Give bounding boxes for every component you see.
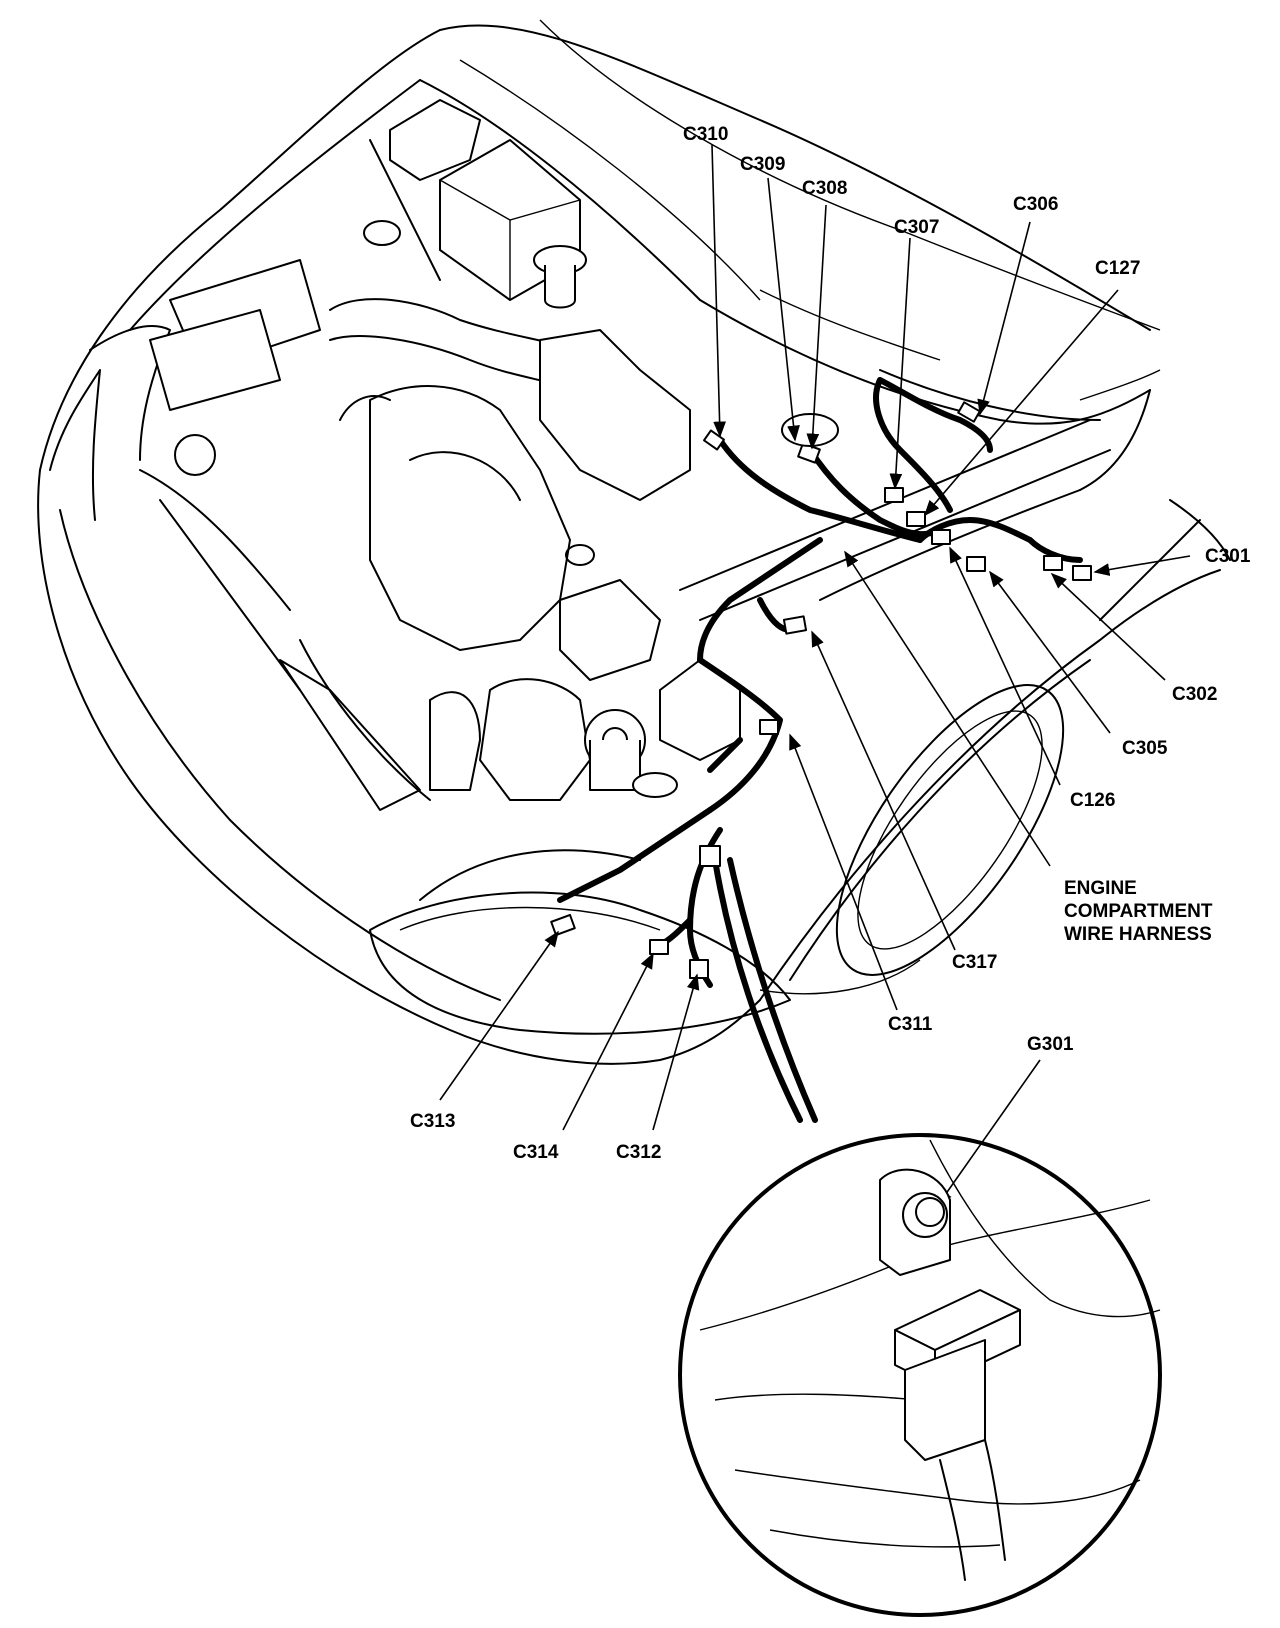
harness-label-line3: WIRE HARNESS [1064, 924, 1212, 945]
headlight [369, 849, 791, 1035]
label-c314: C314 [513, 1142, 559, 1163]
label-c127: C127 [1095, 258, 1140, 279]
label-c306: C306 [1013, 194, 1058, 215]
label-c317: C317 [952, 952, 997, 973]
label-c307: C307 [894, 217, 939, 238]
label-c305: C305 [1122, 738, 1168, 759]
fuse-box-and-battery [363, 99, 587, 309]
label-g301: G301 [1027, 1034, 1074, 1055]
label-c311: C311 [888, 1014, 933, 1035]
cowl-panel [759, 289, 1231, 621]
left-strut-tower [139, 259, 431, 811]
harness-label-line2: COMPARTMENT [1064, 901, 1213, 922]
label-c313: C313 [410, 1111, 455, 1132]
label-c301: C301 [1205, 546, 1251, 567]
label-c302: C302 [1172, 684, 1217, 705]
label-c309: C309 [740, 154, 785, 175]
engine-block [329, 298, 741, 801]
harness-label-line1: ENGINE [1064, 878, 1137, 899]
ground-detail-inset [678, 1133, 1162, 1617]
label-c312: C312 [616, 1142, 661, 1163]
front-fender [759, 569, 1221, 1001]
label-c310: C310 [683, 124, 728, 145]
label-c308: C308 [802, 178, 847, 199]
engine-compartment-wire-harness [557, 377, 1083, 1123]
leader-lines [439, 144, 1191, 1207]
label-c126: C126 [1070, 790, 1115, 811]
car-body-outline [37, 19, 1161, 1065]
